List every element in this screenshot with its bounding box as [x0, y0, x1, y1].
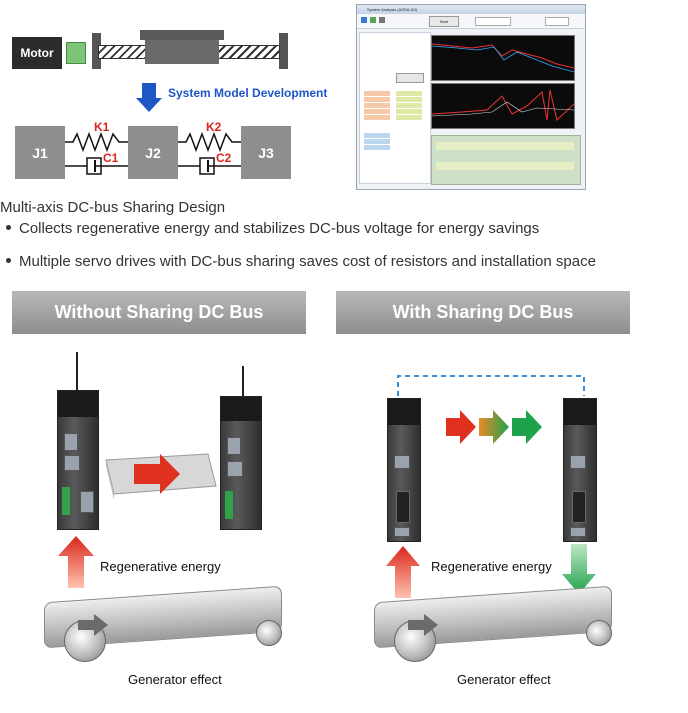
- filter-row-1: [436, 142, 574, 150]
- terminal-block: [225, 491, 233, 519]
- arrow-green-icon: [512, 410, 542, 444]
- without-sharing-title: Without Sharing DC Bus: [54, 302, 264, 322]
- analysis-type-select[interactable]: [475, 17, 511, 26]
- bullet-1: Collects regenerative energy and stabili…: [4, 220, 539, 237]
- carriage: [145, 40, 219, 64]
- spring-1: [65, 131, 128, 153]
- drive-port: [570, 455, 586, 469]
- terminal-block: [62, 487, 70, 515]
- drive-antenna: [242, 366, 244, 398]
- arrow-red-icon: [446, 410, 476, 444]
- spring-2-label: K2: [206, 120, 222, 134]
- window-title: System Analysis (ASDA-A3): [357, 5, 585, 14]
- joint-1-label: J1: [32, 144, 48, 161]
- drive-display: [58, 391, 98, 417]
- joint-1: J1: [15, 126, 65, 179]
- drive-connector: [396, 491, 410, 523]
- joint-3: J3: [241, 126, 291, 179]
- down-arrow-icon: [142, 83, 156, 99]
- carriage-top: [140, 30, 224, 40]
- screw-right-support: [279, 33, 288, 69]
- drive-port: [80, 491, 94, 513]
- drive-antenna: [76, 352, 78, 394]
- drive-display: [221, 397, 261, 421]
- filter-settings-panel: [431, 135, 581, 185]
- regen-up-arrow-icon: [58, 536, 94, 588]
- roller-right: [256, 620, 282, 646]
- open-icon[interactable]: [370, 17, 376, 23]
- spring-damper-links: [65, 131, 241, 175]
- joint-2: J2: [128, 126, 178, 179]
- without-sharing-header: Without Sharing DC Bus: [12, 291, 306, 334]
- spring-2: [178, 131, 241, 153]
- drive-display: [564, 399, 596, 425]
- current-select[interactable]: [545, 17, 569, 26]
- window-toolbar: Start: [357, 14, 585, 29]
- energy-down-arrow-icon: [562, 544, 596, 594]
- damper-1-label: C1: [103, 151, 119, 165]
- parameter-panel: [359, 32, 431, 184]
- bullet-1-text: Collects regenerative energy and stabili…: [19, 220, 540, 237]
- drive-port: [394, 527, 410, 537]
- drive-port: [227, 437, 241, 455]
- regen-up-arrow-shared-icon: [386, 546, 420, 598]
- bullet-2: Multiple servo drives with DC-bus sharin…: [4, 253, 596, 270]
- arrow-orange-icon: [479, 410, 509, 444]
- with-sharing-title: With Sharing DC Bus: [392, 302, 574, 322]
- drive-port: [570, 527, 586, 537]
- drive-port: [64, 455, 80, 471]
- intro-heading: Multi-axis DC-bus Sharing Design: [0, 199, 226, 216]
- regen-label-right: Regenerative energy: [431, 559, 552, 574]
- param-table-bottom: [364, 133, 390, 151]
- bullet-dot: [6, 258, 11, 264]
- dc-bus-dashed-link: [397, 375, 585, 396]
- servo-drive-left: [57, 390, 99, 530]
- bode-magnitude-plot: [431, 35, 575, 81]
- drive-port: [394, 455, 410, 469]
- energy-flow-arrows: [446, 410, 542, 444]
- drive-display: [388, 399, 420, 425]
- right-arrow-icon: [134, 454, 180, 494]
- servo-drive-shared-right: [563, 398, 597, 542]
- system-model-label: System Model Development: [168, 86, 328, 100]
- generator-label-right: Generator effect: [457, 672, 551, 687]
- motion-arrow-icon: [78, 614, 108, 636]
- roller-right-shared: [586, 620, 612, 646]
- down-arrow-head-icon: [136, 98, 162, 112]
- coupler: [66, 42, 86, 64]
- drive-connector: [572, 491, 586, 523]
- filter-row-2: [436, 162, 574, 170]
- brake-resistor: [105, 453, 217, 500]
- save-icon[interactable]: [361, 17, 367, 23]
- write-button[interactable]: [396, 73, 424, 83]
- param-table-right: [396, 91, 422, 121]
- servo-drive-shared-left: [387, 398, 421, 542]
- servo-drive-right: [220, 396, 262, 530]
- screw-left-support: [92, 33, 101, 69]
- generator-label-left: Generator effect: [128, 672, 222, 687]
- joint-3-label: J3: [258, 144, 274, 161]
- motor-block: Motor: [12, 37, 62, 69]
- drive-port: [64, 433, 78, 451]
- motor-label: Motor: [20, 46, 54, 60]
- bullet-dot: [6, 225, 11, 231]
- spring-1-label: K1: [94, 120, 110, 134]
- print-icon[interactable]: [379, 17, 385, 23]
- bullet-2-text: Multiple servo drives with DC-bus sharin…: [19, 253, 596, 270]
- start-button[interactable]: Start: [429, 16, 459, 27]
- bode-phase-plot: [431, 83, 575, 129]
- system-analysis-window: System Analysis (ASDA-A3) Start: [356, 4, 586, 190]
- joint-2-label: J2: [145, 144, 161, 161]
- damper-2-label: C2: [216, 151, 232, 165]
- with-sharing-header: With Sharing DC Bus: [336, 291, 630, 334]
- regen-label-left: Regenerative energy: [100, 559, 221, 574]
- motion-arrow-shared-icon: [408, 614, 438, 636]
- param-table-left: [364, 91, 390, 121]
- drive-port: [227, 461, 243, 477]
